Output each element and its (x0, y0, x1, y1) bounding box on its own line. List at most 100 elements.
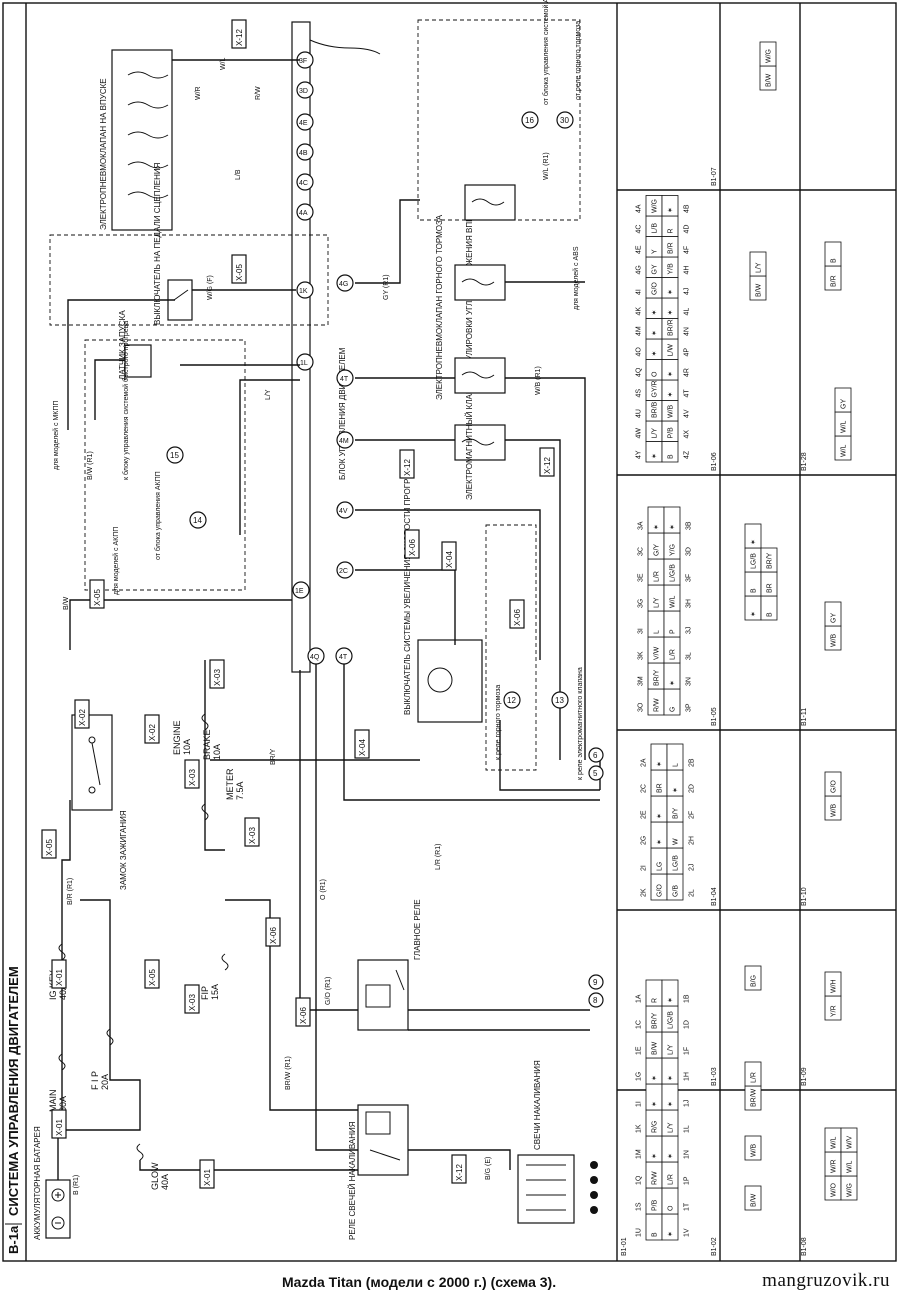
svg-text:16: 16 (525, 116, 534, 125)
svg-text:10A: 10A (212, 744, 222, 760)
svg-text:40A: 40A (160, 1174, 170, 1190)
pin-cell: 3B (686, 521, 693, 530)
reference-circles: 14 15 16 30 12 13 5 6 8 9 (166, 111, 604, 1008)
svg-text:BRAKE: BRAKE (202, 729, 212, 760)
connector-face: B/WL/Y (749, 251, 767, 301)
connector-pin-table: 4Y4W4U4S4Q4O4M4K4I4G4E4C4A✶L/YBR/BGY/RO✶… (636, 195, 691, 463)
wire-bw-glow (139, 1160, 358, 1171)
pin-cell: 2B (689, 758, 696, 767)
svg-text:X-02: X-02 (148, 724, 157, 741)
svg-text:X-01: X-01 (203, 1169, 212, 1186)
pin-cell: 4G (636, 265, 643, 274)
pin-cell: ✶ (667, 392, 675, 398)
pin-cell: L (673, 763, 680, 767)
svg-text:15: 15 (170, 451, 179, 460)
svg-text:G/O (R1): G/O (R1) (325, 977, 332, 1005)
pin-cell: ✶ (651, 453, 659, 459)
svg-text:W/L: W/L (220, 57, 227, 70)
pin-cell: 3I (638, 628, 645, 634)
svg-text:3D: 3D (299, 88, 308, 95)
wire-wb-glow (408, 1149, 511, 1170)
svg-text:ЭЛЕКТРОПНЕВМОКЛАПАН ГОРНОГО ТО: ЭЛЕКТРОПНЕВМОКЛАПАН ГОРНОГО ТОРМОЗА (435, 214, 444, 400)
connector-x02: X-02 (144, 714, 160, 744)
svg-text:1E: 1E (295, 588, 304, 595)
svg-text:X-04: X-04 (445, 551, 454, 568)
wire-wb-4v (355, 509, 541, 660)
pin-cell: L/G/B (668, 1011, 675, 1029)
pin-cell: 3C (638, 547, 645, 556)
ecu-pin: 1L (296, 353, 314, 371)
svg-text:РЕЛЕ СВЕЧЕЙ НАКАЛИВАНИЯ: РЕЛЕ СВЕЧЕЙ НАКАЛИВАНИЯ (348, 1121, 357, 1240)
exhaust-brake-valve-1: ЭЛЕКТРОПНЕВМОКЛАПАН ГОРНОГО ТОРМОЗА (435, 214, 506, 400)
svg-text:B/W (R1): B/W (R1) (87, 451, 94, 480)
wire-o (315, 664, 358, 1151)
svg-text:B1-11: B1-11 (801, 708, 808, 726)
pin-cell: B/W (652, 1041, 659, 1055)
dashed-group-abs (417, 19, 581, 221)
connector-face: W/B (744, 1135, 762, 1161)
pin-cell: 3J (686, 627, 693, 634)
connector-x06: X-06 (509, 599, 525, 629)
pin-cell: 4W (636, 428, 643, 439)
pin-cell: R (668, 228, 675, 233)
connector-face-pin: W/G (766, 49, 773, 63)
pin-cell: 2A (641, 758, 648, 767)
intake-valve-bank: ЭЛЕКТРОПНЕВМОКЛАПАН НА ВПУСКЕ (99, 49, 173, 231)
pin-cell: 4L (684, 308, 691, 316)
connector-x05: X-05 (231, 254, 247, 284)
svg-text:40A: 40A (58, 984, 68, 1000)
glow-plug-relay: РЕЛЕ СВЕЧЕЙ НАКАЛИВАНИЯ (348, 1104, 409, 1240)
pin-cell: ✶ (667, 289, 675, 295)
sheet-frame (2, 2, 897, 1262)
pin-cell: 3P (686, 703, 693, 712)
svg-text:4T: 4T (339, 654, 348, 661)
connector-face-pin: W/L (841, 420, 848, 433)
connector-x01: X-01 (199, 1159, 215, 1189)
svg-text:ВЫКЛЮЧАТЕЛЬ СИСТЕМЫ УВЕЛИЧЕНИЯ: ВЫКЛЮЧАТЕЛЬ СИСТЕМЫ УВЕЛИЧЕНИЯ СКОРОСТИ … (403, 462, 412, 715)
pin-cell: 1N (684, 1150, 691, 1159)
pin-cell: 4C (636, 225, 643, 234)
connector-face-pin: L/Y (756, 262, 763, 273)
connector-face-pin: ✶ (750, 611, 758, 617)
ignition-switch: ЗАМОК ЗАЖИГАНИЯ (71, 714, 128, 890)
ecu-pin: 4A (296, 203, 314, 221)
connector-face: B/G (744, 965, 762, 991)
connector-face-pin: W/O (831, 1182, 838, 1197)
svg-text:20A: 20A (100, 1074, 110, 1090)
pin-cell: 4X (684, 430, 691, 439)
pin-cell: 3D (686, 547, 693, 556)
connector-face-pin: B/W (766, 73, 773, 87)
pin-cell: 1D (684, 1020, 691, 1029)
connector-tags: X-01 X-01 X-01 X-05 X-05 X-05 X-05 X-02 … (41, 19, 555, 1189)
svg-text:B1-07: B1-07 (711, 167, 718, 186)
wire-bw-r1 (94, 359, 125, 420)
pin-cell: 4B (684, 204, 691, 213)
connector-x03: X-03 (209, 659, 225, 689)
connector-face-pin: ✶ (750, 539, 758, 545)
pin-cell: L/Y (668, 1122, 675, 1133)
pin-cell: 4Q (636, 367, 643, 377)
svg-text:БЛОК УПРАВЛЕНИЯ ДВИГАТЕЛЕМ: БЛОК УПРАВЛЕНИЯ ДВИГАТЕЛЕМ (338, 347, 347, 480)
connector-x12: X-12 (231, 19, 247, 49)
svg-text:X-06: X-06 (269, 927, 278, 944)
connector-x02: X-02 (74, 699, 90, 729)
ref-circle: 13 (551, 691, 569, 709)
pin-cell: ✶ (667, 1231, 675, 1237)
pin-cell: ✶ (651, 1075, 659, 1081)
pin-cell: 1J (684, 1100, 691, 1107)
svg-text:B1-02: B1-02 (711, 1237, 718, 1256)
pin-cell: ✶ (672, 787, 680, 793)
pin-cell: 1Q (636, 1175, 643, 1185)
pin-cell: ✶ (667, 207, 675, 213)
ref-circle: 8 (588, 992, 604, 1008)
pin-cell: 2F (689, 811, 696, 819)
svg-text:F I P: F I P (90, 1071, 100, 1090)
watermark: mangruzovik.ru (762, 1270, 890, 1291)
svg-text:B/G (E): B/G (E) (485, 1157, 492, 1180)
pin-cell: G/O (652, 282, 659, 295)
pin-cell: 3H (686, 599, 693, 608)
pin-cell: L/R (668, 1174, 675, 1185)
pin-cell: ✶ (667, 1075, 675, 1081)
pin-cell: 2G (641, 836, 648, 845)
